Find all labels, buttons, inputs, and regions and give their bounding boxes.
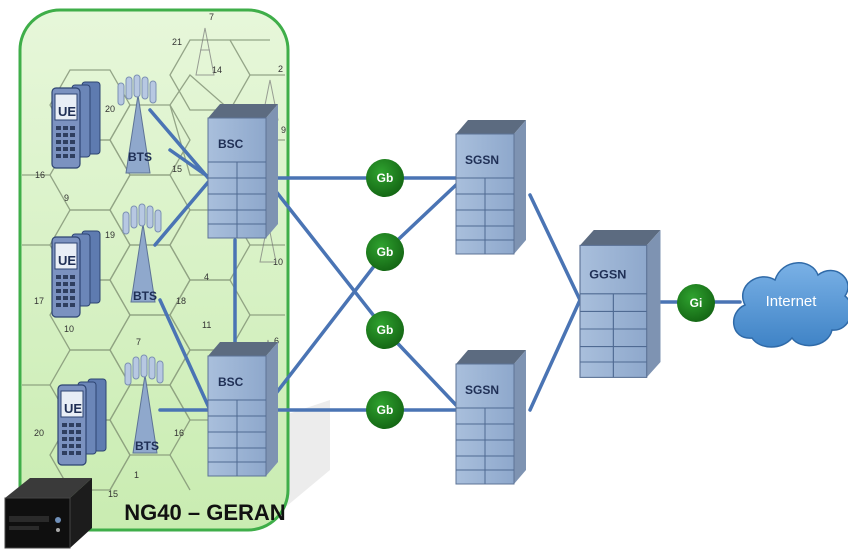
ng40-appliance-icon — [4, 478, 92, 549]
ue-label: UE — [58, 104, 76, 119]
ue-label: UE — [64, 401, 82, 416]
sgsn-label: SGSN — [465, 153, 499, 167]
cell-number: 1 — [134, 470, 139, 480]
bsc-1: BSC — [207, 103, 279, 239]
cell-number: 7 — [209, 12, 214, 22]
bts-label: BTS — [135, 439, 159, 453]
cell-number: 20 — [34, 428, 44, 438]
cell-number: 2 — [278, 64, 283, 74]
gb-label: Gb — [377, 245, 394, 259]
ggsn-server-icon — [579, 229, 662, 378]
cell-number: 10 — [273, 257, 283, 267]
gb-label: Gb — [377, 403, 394, 417]
gb-label: Gb — [377, 171, 394, 185]
sgsn-2: SGSN — [455, 349, 527, 485]
internet-label: Internet — [766, 293, 818, 310]
gb-label: Gb — [377, 323, 394, 337]
gi-label: Gi — [690, 296, 703, 310]
sgsn-server-icon — [455, 119, 527, 255]
cell-number: 18 — [176, 296, 186, 306]
gb-interface-1: Gb — [366, 159, 404, 197]
cell-number: 11 — [202, 320, 211, 330]
cell-number: 21 — [172, 37, 182, 47]
bsc-label: BSC — [218, 375, 244, 389]
gi-interface: Gi — [677, 284, 715, 322]
ue-group-1: UE — [51, 81, 101, 169]
ue-group-3: UE — [57, 378, 107, 466]
internet-cloud: Internet — [732, 262, 848, 348]
cell-number: 10 — [64, 324, 74, 334]
cell-number: 15 — [108, 489, 118, 499]
cell-number: 16 — [35, 170, 45, 180]
bts-label: BTS — [133, 289, 157, 303]
ggsn: GGSN — [579, 229, 662, 378]
cell-number: 14 — [212, 65, 222, 75]
ue-group-2: UE — [51, 230, 101, 318]
gb-interface-3: Gb — [366, 311, 404, 349]
bts-1: BTS — [117, 74, 157, 174]
cell-number: 15 — [172, 164, 182, 174]
sgsn-label: SGSN — [465, 383, 499, 397]
gb-interface-2: Gb — [366, 233, 404, 271]
bts-label: BTS — [128, 150, 152, 164]
sgsn-server-icon — [455, 349, 527, 485]
bsc-server-icon — [207, 341, 279, 477]
sgsn-1: SGSN — [455, 119, 527, 255]
cell-number: 19 — [105, 230, 115, 240]
panel-title: NG40 – GERAN — [124, 500, 285, 525]
cell-number: 7 — [136, 337, 141, 347]
cell-number: 16 — [174, 428, 184, 438]
bsc-server-icon — [207, 103, 279, 239]
bts-2: BTS — [122, 203, 162, 303]
cell-number: 4 — [204, 272, 209, 282]
ggsn-label: GGSN — [589, 268, 626, 282]
cell-number: 9 — [64, 193, 69, 203]
cell-number: 20 — [105, 104, 115, 114]
bsc-label: BSC — [218, 137, 244, 151]
cell-number: 6 — [274, 336, 279, 346]
bts-3: BTS — [124, 354, 164, 454]
ue-label: UE — [58, 253, 76, 268]
cell-number: 17 — [34, 296, 44, 306]
gb-interface-4: Gb — [366, 391, 404, 429]
cloud-icon — [732, 262, 848, 348]
cell-number: 9 — [281, 125, 286, 135]
bsc-2: BSC — [207, 341, 279, 477]
